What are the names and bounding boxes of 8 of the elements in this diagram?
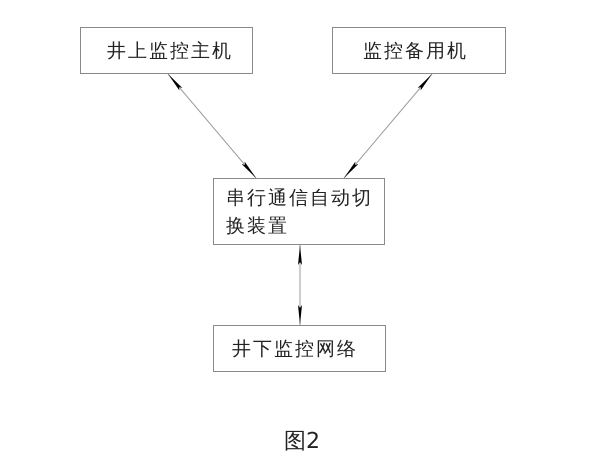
process-box: 井下监控网络 <box>213 325 386 372</box>
double-arrow <box>298 244 302 326</box>
double-arrow <box>168 74 256 178</box>
figure-caption: 图2 <box>284 428 320 456</box>
process-box: 监控备用机 <box>332 27 506 74</box>
double-arrow <box>344 74 432 178</box>
process-box: 井上监控主机 <box>80 27 253 74</box>
process-box: 串行通信自动切换装置 <box>213 178 385 245</box>
